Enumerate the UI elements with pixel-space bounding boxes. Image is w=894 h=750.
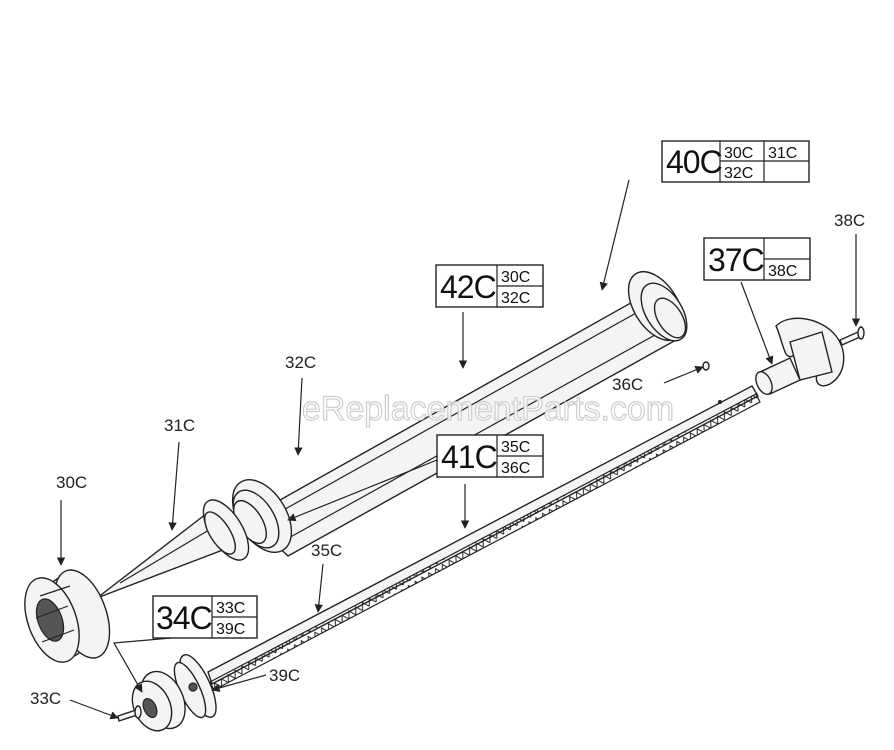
kit-40c-label: 40C bbox=[666, 144, 722, 180]
end-cap bbox=[24, 568, 111, 663]
kit-40c-cell: 31C bbox=[768, 145, 797, 162]
kit-box-42c: 42C 30C 32C bbox=[435, 264, 544, 308]
callout-36c: 36C bbox=[612, 375, 643, 394]
kit-41c-label: 41C bbox=[441, 439, 497, 475]
piston-stopper bbox=[131, 670, 186, 732]
kit-42c-label: 42C bbox=[440, 269, 496, 305]
handle-assembly bbox=[755, 317, 845, 395]
cartridge-tube bbox=[231, 271, 688, 557]
kit-40c-cell: 30C bbox=[724, 145, 753, 162]
kit-34c-label: 34C bbox=[156, 600, 212, 636]
callout-31c: 31C bbox=[164, 416, 195, 435]
kit-37c-label: 37C bbox=[708, 242, 764, 278]
kit-box-37c: 37C 38C bbox=[703, 237, 811, 281]
kit-41c-cell: 35C bbox=[501, 439, 530, 456]
screw-handle bbox=[839, 326, 865, 346]
kit-34c-cell: 39C bbox=[216, 621, 245, 638]
leader-lines bbox=[56, 179, 861, 720]
callout-32c: 32C bbox=[285, 353, 316, 372]
kit-41c-cell: 36C bbox=[501, 460, 530, 477]
kit-box-41c: 41C 35C 36C bbox=[436, 434, 544, 478]
tube-back-ring bbox=[627, 271, 688, 342]
callout-39c: 39C bbox=[269, 666, 300, 685]
rack-rod bbox=[207, 385, 761, 691]
kit-box-34c: 34C 33C 39C bbox=[152, 595, 258, 639]
callout-38c: 38C bbox=[834, 211, 865, 230]
kit-37c-cell: 38C bbox=[768, 263, 797, 280]
kit-34c-cell: 33C bbox=[216, 600, 245, 617]
kit-40c-cell: 32C bbox=[724, 165, 753, 182]
watermark-text: eReplacementParts.com bbox=[302, 390, 674, 428]
pin bbox=[702, 361, 710, 371]
nozzle bbox=[96, 499, 250, 599]
kit-box-40c: 40C 30C 31C 32C bbox=[661, 140, 810, 183]
screw-front bbox=[117, 705, 142, 722]
kit-42c-cell: 30C bbox=[501, 269, 530, 286]
callout-33c: 33C bbox=[30, 689, 61, 708]
callout-30c: 30C bbox=[56, 473, 87, 492]
kit-42c-cell: 32C bbox=[501, 290, 530, 307]
callout-35c: 35C bbox=[311, 541, 342, 560]
